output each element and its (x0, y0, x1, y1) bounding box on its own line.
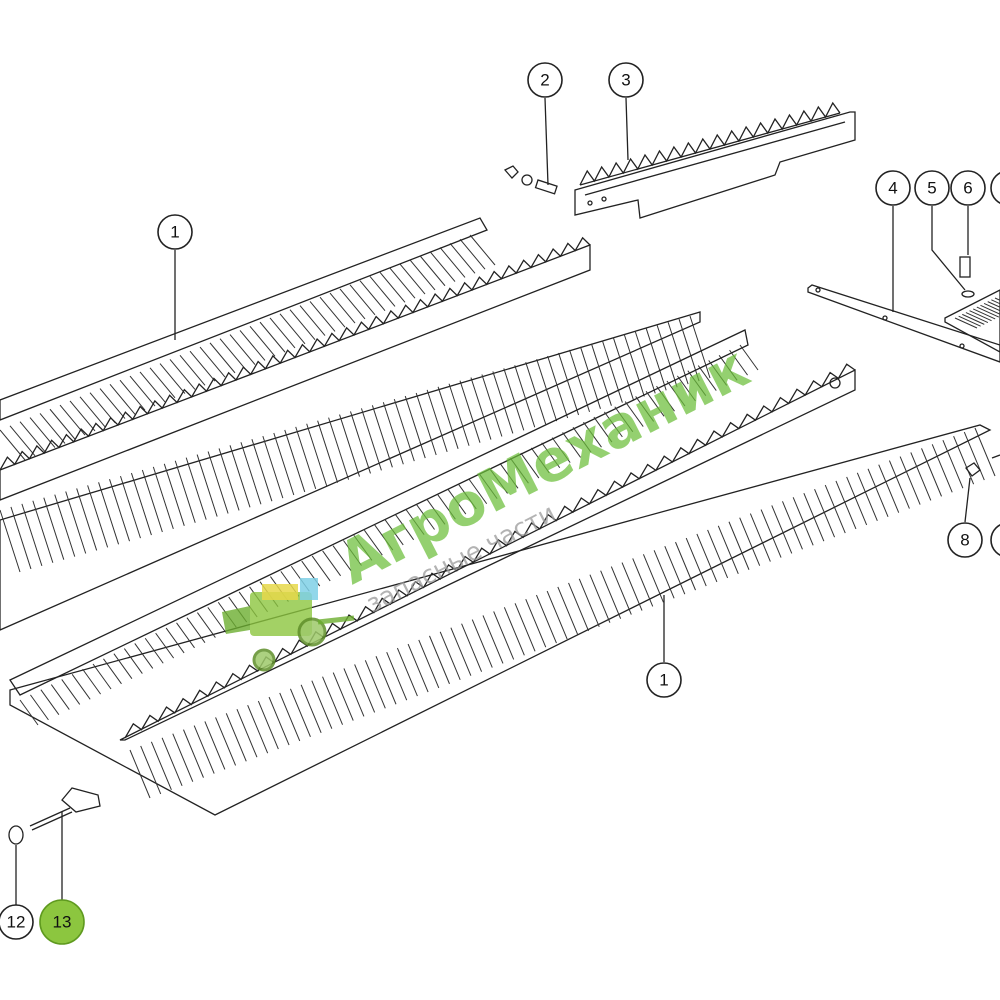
callout-2: 2 (527, 62, 563, 98)
right-grille (944, 256, 1000, 353)
watermark: АгроМеханик запасные части (222, 332, 760, 672)
svg-text:5: 5 (927, 179, 936, 198)
callout-3: 3 (608, 62, 644, 98)
washer-5 (961, 290, 975, 298)
callout-12: 12 (0, 904, 34, 940)
svg-text:1: 1 (659, 671, 668, 690)
callout-1-right: 1 (646, 662, 682, 698)
svg-text:4: 4 (888, 179, 897, 198)
svg-text:2: 2 (540, 71, 549, 90)
toothed-strip (574, 101, 856, 219)
nut-8 (965, 454, 1000, 477)
sieve-teeth-lower (124, 363, 856, 739)
t-bolt-assembly (8, 787, 101, 845)
washer-12 (8, 825, 24, 845)
combine-harvester-icon (222, 578, 355, 672)
leader-lines (15, 97, 971, 905)
strip-teeth (579, 101, 841, 186)
callout-1-left: 1 (157, 214, 193, 250)
svg-text:3: 3 (621, 71, 630, 90)
callout-9 (990, 524, 1000, 556)
bolt-6 (959, 256, 971, 278)
callout-5: 5 (914, 170, 950, 206)
sieve-teeth-upper (0, 236, 591, 471)
svg-text:8: 8 (960, 531, 969, 550)
svg-text:12: 12 (7, 913, 26, 932)
callout-4: 4 (875, 170, 911, 206)
sieve-slats-upper (0, 234, 711, 573)
bolt-nut-assembly (503, 165, 558, 195)
callout-7 (990, 172, 1000, 204)
sieve-panel-upper (0, 217, 711, 631)
svg-text:6: 6 (963, 179, 972, 198)
grille-slats (954, 297, 1000, 329)
callout-13: 13 (39, 899, 85, 945)
callout-6: 6 (950, 170, 986, 206)
svg-text:1: 1 (170, 223, 179, 242)
svg-text:13: 13 (53, 913, 72, 932)
flat-bar (807, 284, 1000, 363)
callout-8: 8 (947, 522, 983, 558)
sieve-slats-lower (19, 344, 996, 799)
